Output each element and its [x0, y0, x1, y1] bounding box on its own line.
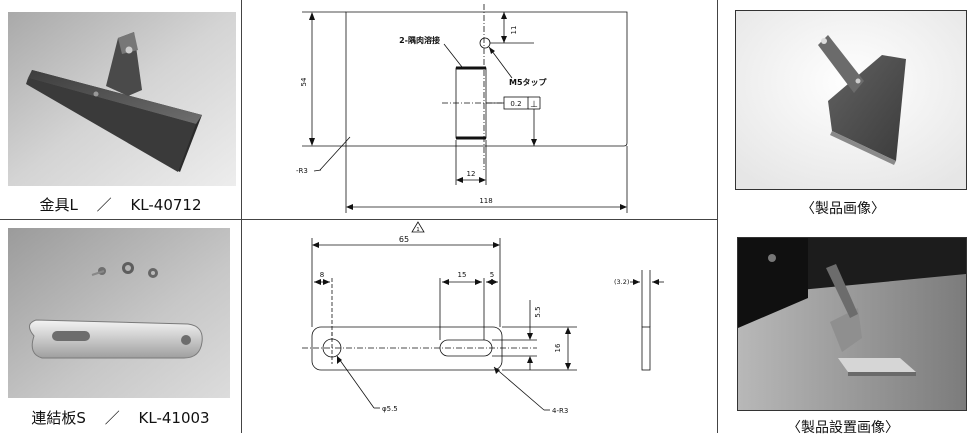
dim-5: 5: [490, 271, 494, 279]
caption-plate: 連結板S ／ KL-41003: [0, 407, 241, 428]
drawing-bracket: 2-隅肉溶接 M5タップ 11 54 0.2 ⊥ -R3 12 118: [296, 4, 628, 213]
caption-plate-code: KL-41003: [138, 409, 210, 427]
revision-mark: 1: [416, 227, 420, 233]
dim-0-2: 0.2: [510, 100, 521, 108]
dim-65: 65: [399, 235, 409, 244]
dim-15: 15: [458, 271, 467, 279]
dim-118: 118: [479, 197, 492, 205]
dim-12: 12: [467, 170, 476, 178]
caption-plate-name: 連結板S: [31, 409, 86, 427]
caption-bracket-code: KL-40712: [130, 196, 202, 214]
horizontal-divider: [0, 219, 718, 220]
corner-label: 4-R3: [552, 407, 568, 415]
installed-image-photo: [737, 237, 967, 411]
caption-product-image: 〈製品画像〉: [801, 201, 885, 217]
product-image-photo: [735, 10, 967, 190]
dim-5-5: 5.5: [534, 306, 542, 317]
dim-r3: -R3: [296, 167, 308, 175]
caption-plate-sep: ／: [104, 409, 120, 427]
dim-16: 16: [554, 343, 562, 352]
plate-outline-2: [311, 326, 503, 371]
caption-bracket: 金具L ／ KL-40712: [0, 194, 241, 215]
weld-label: 2-隅肉溶接: [399, 35, 440, 45]
vertical-divider-left: [241, 0, 242, 433]
perp-symbol: ⊥: [530, 100, 538, 110]
product-photo-plate: [8, 228, 230, 398]
dim-8: 8: [320, 271, 324, 279]
product-photo-bracket: [8, 12, 236, 186]
dim-11: 11: [510, 26, 518, 35]
caption-bracket-sep: ／: [96, 196, 112, 214]
caption-bracket-name: 金具L: [39, 196, 78, 214]
tap-label: M5タップ: [509, 77, 548, 87]
caption-installed-image: 〈製品設置画像〉: [787, 420, 899, 436]
hole-label: φ5.5: [382, 405, 398, 413]
dim-3-2: (3.2): [614, 278, 629, 286]
plate-outline: [345, 11, 628, 147]
drawing-plate: 65 1 8 15 5 5.5 16 (3.2) φ5.5 4-R3: [302, 221, 664, 415]
vertical-divider-right: [717, 0, 718, 433]
dim-54: 54: [300, 77, 308, 86]
